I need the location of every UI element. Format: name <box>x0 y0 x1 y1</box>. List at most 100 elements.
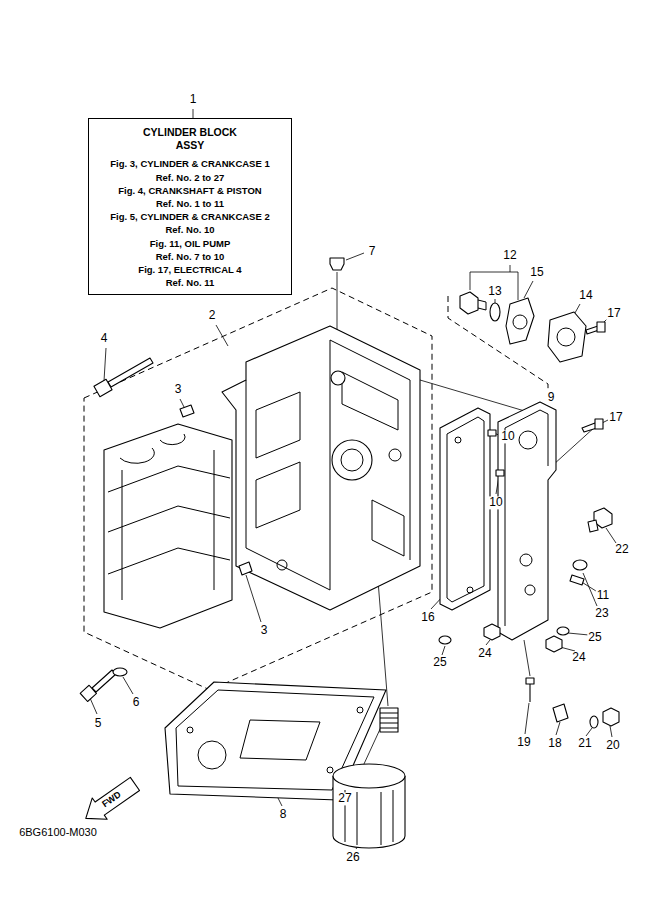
reference-line: Fig. 3, CYLINDER & CRANKCASE 1 <box>93 157 287 170</box>
callout-number: 18 <box>547 737 562 750</box>
gasket <box>447 417 484 602</box>
leader-line <box>246 575 261 622</box>
plug <box>603 708 619 726</box>
callout-number: 22 <box>614 543 629 556</box>
bolt <box>80 258 344 701</box>
plug <box>557 627 569 635</box>
plug <box>526 678 534 684</box>
leader-line <box>346 253 364 260</box>
box-heading: ASSY <box>93 139 287 152</box>
cylinder-block <box>331 371 345 385</box>
leader-line <box>486 640 490 645</box>
leader-line <box>470 265 518 300</box>
cylinder-block <box>256 392 300 528</box>
leader-line <box>104 348 106 381</box>
plug <box>529 684 530 702</box>
oil-filter <box>333 764 405 788</box>
callout-number: 10 <box>488 496 503 509</box>
gasket <box>440 408 490 610</box>
callout-number: 8 <box>279 808 288 821</box>
oil-pump-cover <box>488 430 496 436</box>
cylinder-block <box>341 449 363 471</box>
gasket <box>327 767 333 773</box>
reference-line: Fig. 4, CRANKSHAFT & PISTON <box>93 184 287 197</box>
callout-number: 7 <box>368 245 377 258</box>
oil-pump-cover <box>570 575 584 585</box>
callout-number: 25 <box>587 631 602 644</box>
cylinder-block <box>332 440 372 480</box>
callout-number: 9 <box>547 391 556 404</box>
oil-pump-cover <box>519 431 537 449</box>
reference-line: Ref. No. 10 <box>93 223 287 236</box>
leader-line <box>568 633 589 635</box>
reference-line: Fig. 5, CYLINDER & CRANKCASE 2 <box>93 210 287 223</box>
callout-number: 20 <box>605 739 620 752</box>
plug <box>588 520 598 532</box>
gasket <box>440 408 490 610</box>
leader-line <box>525 703 529 734</box>
cylinder-block <box>122 450 214 600</box>
box-heading: CYLINDER BLOCK <box>93 126 287 139</box>
drawing-code: 6BG6100-M030 <box>18 826 98 838</box>
plug <box>439 508 619 728</box>
leader-line <box>90 698 97 714</box>
thermostat <box>513 315 527 329</box>
gasket <box>187 727 193 733</box>
leader-line <box>123 677 133 694</box>
reference-line: Ref. No. 1 to 11 <box>93 197 287 210</box>
cylinder-block <box>277 560 287 570</box>
oil-pump-cover <box>525 585 535 595</box>
cylinder-block <box>246 340 410 590</box>
reference-line: Fig. 11, OIL PUMP <box>93 237 287 250</box>
plug <box>546 636 562 652</box>
gasket <box>357 707 363 713</box>
assembly-outline <box>84 288 548 690</box>
reference-box: CYLINDER BLOCKASSY Fig. 3, CYLINDER & CRA… <box>88 118 292 295</box>
plug <box>573 560 587 570</box>
callout-number: 24 <box>477 647 492 660</box>
oil-pump-cover <box>488 402 584 640</box>
cylinder-block <box>108 466 230 574</box>
leader-line <box>524 640 530 676</box>
callout-number: 3 <box>260 624 269 637</box>
callout-number: 21 <box>577 737 592 750</box>
thermostat <box>490 303 500 321</box>
plug <box>484 624 500 640</box>
cylinder-block <box>104 424 232 628</box>
leader-line <box>442 646 445 655</box>
callout-number: 6 <box>132 696 141 709</box>
bolt <box>108 358 153 387</box>
reference-line: Ref. No. 7 to 10 <box>93 250 287 263</box>
callout-number: 17 <box>608 411 623 424</box>
callout-number: 16 <box>420 611 435 624</box>
leader-line <box>606 528 616 543</box>
callout-number: 5 <box>94 717 103 730</box>
thermostat <box>595 419 603 429</box>
reference-line: Ref. No. 11 <box>93 276 287 289</box>
gasket <box>467 587 473 593</box>
leader-line <box>90 109 616 849</box>
leader-line <box>495 299 496 303</box>
leader-line <box>556 722 560 735</box>
callout-number: 24 <box>571 651 586 664</box>
leader-line <box>610 726 612 737</box>
callout-number: 17 <box>606 307 621 320</box>
oil-pump-cover <box>520 554 532 566</box>
leader-line <box>553 426 596 465</box>
direction-arrow <box>78 773 142 829</box>
thermostat <box>460 292 478 314</box>
direction-arrow <box>78 773 142 829</box>
gasket <box>240 720 320 760</box>
thermostat <box>460 292 605 432</box>
plug <box>439 636 451 644</box>
bolt <box>113 668 127 676</box>
callout-number: 1 <box>189 93 198 106</box>
bolt <box>80 685 96 701</box>
assembly-outline <box>448 296 548 400</box>
gasket <box>455 437 461 443</box>
cylinder-block <box>104 326 420 628</box>
thermostat <box>557 328 575 346</box>
bolt <box>94 379 112 396</box>
callout-number: 13 <box>487 285 502 298</box>
